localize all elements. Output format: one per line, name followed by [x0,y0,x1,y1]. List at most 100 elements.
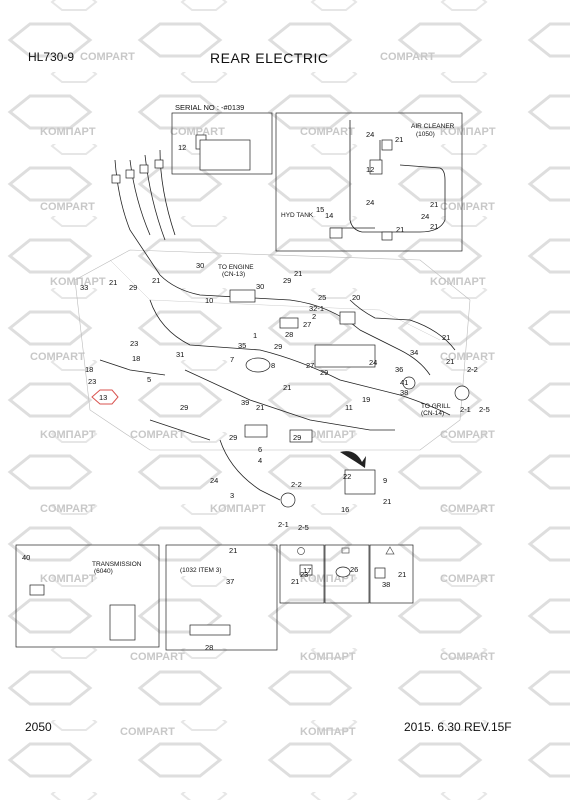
callout: 28 [205,643,213,652]
svg-text:COMPART: COMPART [30,351,85,363]
callout: 14 [325,211,333,220]
callout: 10 [205,296,213,305]
callout: 23 [88,377,96,386]
callout: 2-2 [291,480,302,489]
callout: 18 [85,365,93,374]
callout: 21 [398,570,406,579]
svg-text:COMPART: COMPART [40,503,95,515]
callout: 16 [341,505,349,514]
hyd-tank-label: HYD TANK [281,212,314,219]
transmission-code: (6040) [94,568,113,575]
callout-highlighted: 13 [99,393,107,402]
callout: 19 [362,395,370,404]
inset-a-box [279,544,325,604]
callout: 41 [400,378,408,387]
callout: 26 [350,565,358,574]
callout: 21 [430,200,438,209]
svg-text:COMPART: COMPART [440,503,495,515]
callout: 38 [382,580,390,589]
callout: 24 [366,198,374,207]
callout: 30 [196,261,204,270]
connectors [29,134,470,641]
svg-text:COMPART: COMPART [40,201,95,213]
callout: 1 [253,331,257,340]
callout: 18 [132,354,140,363]
watermark-text: COMPART COMPART KOMПAPT COMPART COMPART … [30,51,496,738]
svg-text:KOMПAPT: KOMПAPT [40,429,96,441]
svg-text:KOMПAPT: KOMПAPT [440,126,496,138]
callout: 27 [303,320,311,329]
callout: 12 [366,165,374,174]
callout: 2-2 [467,365,478,374]
inset-item3-box [165,544,278,651]
callout: 21 [256,403,264,412]
air-cleaner-label: AIR CLEANER [411,123,455,130]
page-title: REAR ELECTRIC [210,50,329,66]
svg-text:COMPART: COMPART [170,126,225,138]
callout: 31 [176,350,184,359]
callout: 23 [300,570,308,579]
callout: 21 [291,577,299,586]
callout: 21 [442,333,450,342]
air-cleaner-code: (1050) [416,131,435,138]
callout: 9 [383,476,387,485]
callout: 5 [147,375,151,384]
callout: 23 [130,339,138,348]
callout: 21 [395,135,403,144]
callout: 29 [180,403,188,412]
svg-text:KOMПAPT: KOMПAPT [300,726,356,738]
callout: 11 [345,403,353,412]
callout: 29 [229,433,237,442]
callout: 24 [366,130,374,139]
callout: 6 [258,445,262,454]
callout: 7 [230,355,234,364]
callout: 39 [241,398,249,407]
warning-icon [297,546,395,555]
callout: 2-5 [479,405,490,414]
callout: 21 [229,546,237,555]
callout: 29 [320,368,328,377]
callout: 24 [210,476,218,485]
inset-c-box [369,544,414,604]
callout: 30 [256,282,264,291]
page-number: 2050 [25,720,52,734]
callout: 15 [316,205,324,214]
revision-date: 2015. 6.30 REV.15F [404,720,512,734]
callout: 29 [129,283,137,292]
callout: 33 [80,283,88,292]
callout: 24 [369,358,377,367]
callout: 22 [343,472,351,481]
callout: 28 [285,330,293,339]
callout: 2 [312,312,316,321]
svg-text:KOMПAPT: KOMПAPT [210,503,266,515]
svg-text:COMPART: COMPART [130,429,185,441]
svg-text:COMPART: COMPART [440,651,495,663]
svg-text:KOMПAPT: KOMПAPT [430,276,486,288]
callout: 40 [22,553,30,562]
inset-serial-box [171,112,273,175]
callout: 21 [109,278,117,287]
highlight-callout [91,389,119,405]
svg-text:KOMПAPT: KOMПAPT [40,126,96,138]
svg-text:KOMПAPT: KOMПAPT [300,429,356,441]
svg-text:KOMПAPT: KOMПAPT [40,573,96,585]
svg-text:COMPART: COMPART [300,126,355,138]
svg-text:COMPART: COMPART [440,573,495,585]
callout: 27 [306,361,314,370]
callout: 34 [410,348,418,357]
callout: 2-5 [298,523,309,532]
to-engine-code: (CN-13) [222,271,245,278]
callout: 20 [352,293,360,302]
svg-text:KOMПAPT: KOMПAPT [50,276,106,288]
svg-text:KOMПAPT: KOMПAPT [300,651,356,663]
callout: 3 [230,491,234,500]
callout: 21 [430,222,438,231]
to-engine-label: TO ENGINE [218,264,254,271]
callout: 29 [283,276,291,285]
callout: 32-1 [309,304,324,313]
svg-text:COMPART: COMPART [120,726,175,738]
inset-b-box [324,544,370,604]
callout: 2-1 [460,405,471,414]
callout: 21 [446,357,454,366]
